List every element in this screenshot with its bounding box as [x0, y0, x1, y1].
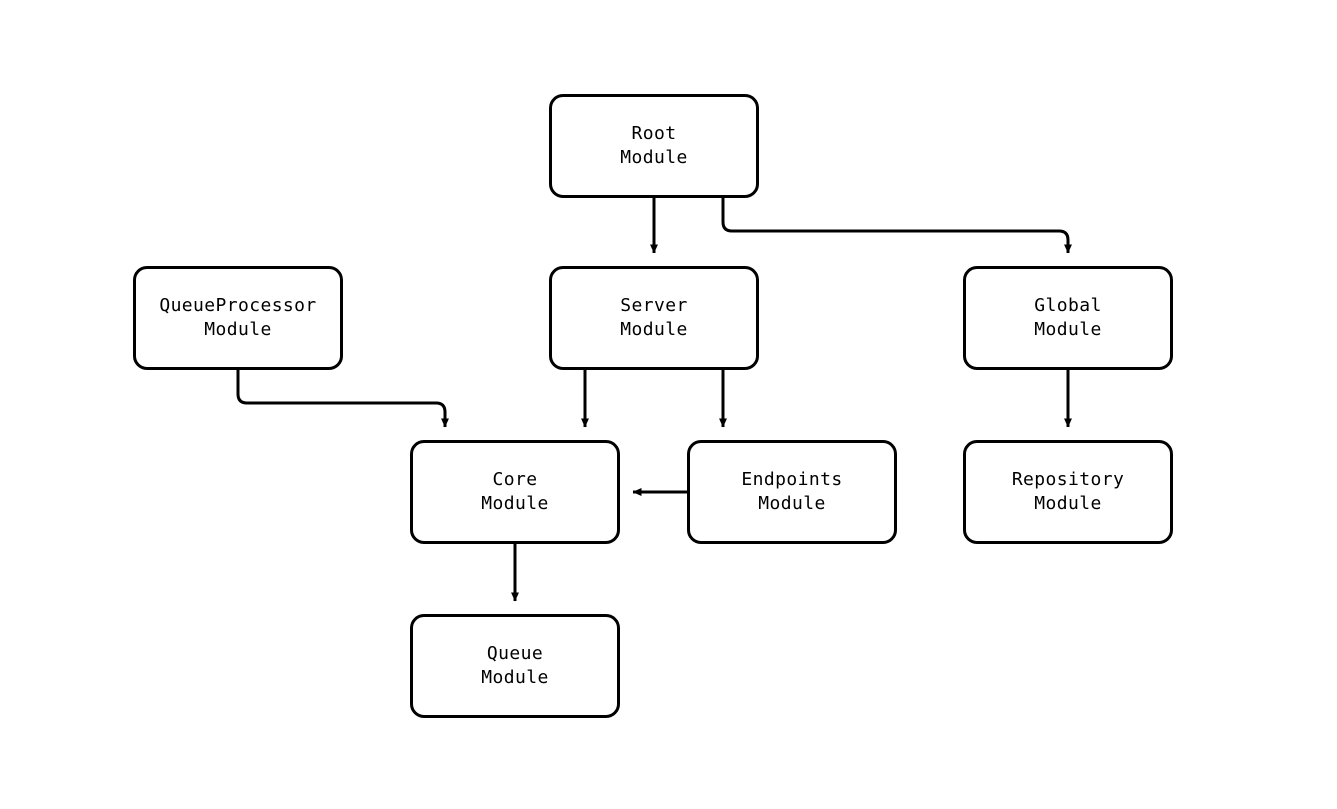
node-queueprocessor-line2: Module — [204, 319, 272, 340]
node-queueprocessor-line1: QueueProcessor — [159, 295, 317, 317]
node-root[interactable]: Root Module — [549, 94, 759, 198]
node-global-line2: Module — [1034, 319, 1102, 340]
node-root-line2: Module — [620, 147, 688, 168]
node-queue-line2: Module — [481, 667, 549, 688]
node-queueprocessor[interactable]: QueueProcessor Module — [133, 266, 343, 370]
node-queue[interactable]: Queue Module — [410, 614, 620, 718]
node-server-line2: Module — [620, 319, 688, 340]
node-endpoints[interactable]: Endpoints Module — [687, 440, 897, 544]
edge-root-to-global — [721, 198, 1072, 254]
node-repository-line1: Repository — [1011, 469, 1125, 491]
node-endpoints-line2: Module — [758, 493, 826, 514]
edge-queueprocessor-to-core — [236, 370, 449, 428]
node-core-line2: Module — [481, 493, 549, 514]
node-root-line1: Root — [631, 123, 677, 145]
node-server[interactable]: Server Module — [549, 266, 759, 370]
node-repository-line2: Module — [1034, 493, 1102, 514]
node-server-line1: Server — [620, 295, 688, 317]
node-global[interactable]: Global Module — [963, 266, 1173, 370]
node-global-line1: Global — [1034, 295, 1102, 317]
node-queue-line1: Queue — [486, 643, 544, 665]
node-core[interactable]: Core Module — [410, 440, 620, 544]
node-repository[interactable]: Repository Module — [963, 440, 1173, 544]
node-endpoints-line1: Endpoints — [741, 469, 843, 491]
node-core-line1: Core — [492, 469, 538, 491]
